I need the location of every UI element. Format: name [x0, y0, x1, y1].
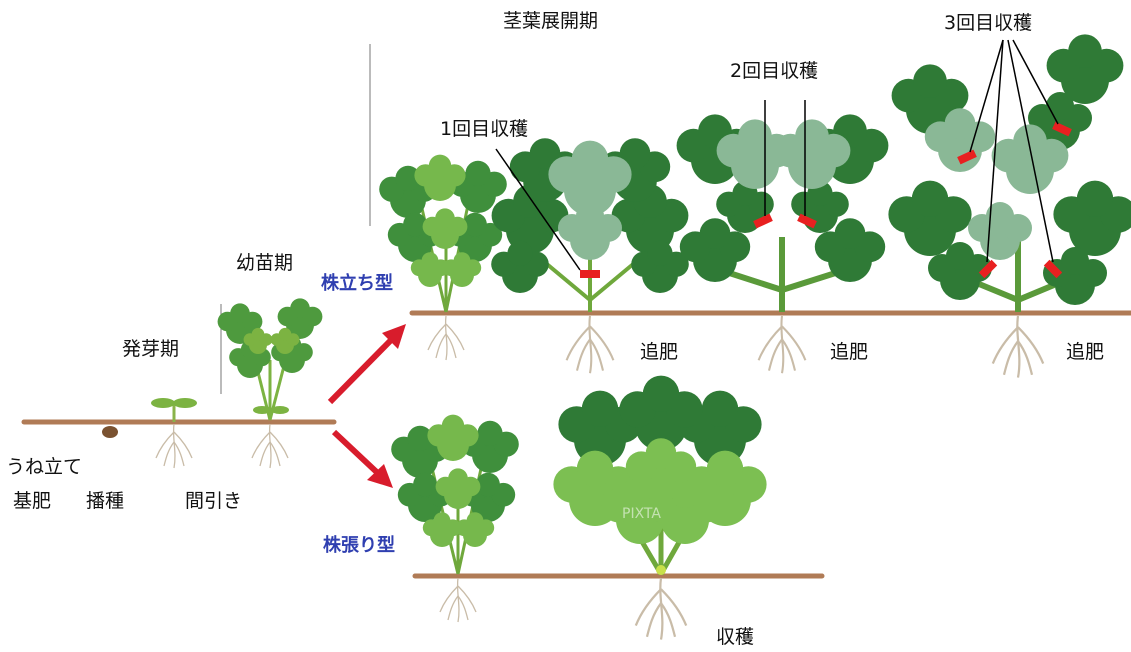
plant-second-harvest [676, 100, 889, 375]
plant-spreading-harvest [553, 375, 767, 641]
seedling-plant [217, 298, 323, 469]
label-single-harvest: 収穫 [716, 626, 755, 648]
seed [102, 426, 118, 438]
label-upright-type: 株立ち型 [321, 273, 393, 294]
harvest-mark-left [753, 213, 773, 229]
young-plant-spreading [391, 414, 519, 623]
label-topdressing-1: 追肥 [640, 341, 679, 363]
germination-seedling [151, 398, 197, 469]
label-germination: 発芽期 [122, 338, 180, 360]
arrow-to-spreading [331, 429, 393, 488]
harvest-mark-right [797, 213, 817, 229]
label-third-harvest: 3回目収穫 [944, 12, 1033, 34]
label-first-harvest: 1回目収穫 [440, 118, 529, 140]
label-second-harvest: 2回目収穫 [730, 60, 819, 82]
young-plant-upright [379, 154, 507, 361]
label-base-fertilizer: 基肥 [13, 490, 52, 512]
plant-first-harvest [491, 138, 689, 375]
label-seedling: 幼苗期 [236, 252, 294, 274]
label-stem-leaf-expansion: 茎葉展開期 [503, 10, 599, 32]
label-thinning: 間引き [185, 490, 243, 512]
label-spreading-type: 株張り型 [323, 535, 395, 556]
watermark: PIXTA [622, 506, 661, 522]
plant-third-harvest [888, 34, 1131, 379]
label-ridge-making: うね立て [6, 456, 83, 478]
harvest-mark [580, 270, 600, 278]
label-topdressing-3: 追肥 [1066, 341, 1105, 363]
label-sowing: 播種 [86, 490, 125, 512]
label-topdressing-2: 追肥 [830, 341, 869, 363]
arrow-to-upright [327, 324, 406, 405]
pointer-line [495, 148, 581, 271]
